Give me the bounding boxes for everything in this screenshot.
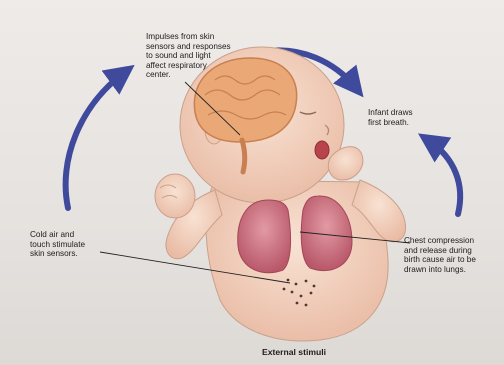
infant-mouth (315, 141, 329, 159)
left-lung (238, 200, 291, 273)
cold-air-label: Cold air and touch stimulate skin sensor… (30, 230, 85, 259)
chest-label: Chest compression and release during bir… (404, 236, 476, 274)
impulses-label: Impulses from skin sensors and responses… (146, 32, 231, 80)
infant-left-fist (155, 174, 195, 218)
external-stimuli-label: External stimuli (262, 348, 326, 358)
brainstem (242, 140, 245, 172)
cycle-arrow-left (66, 72, 125, 208)
breath-label: Infant draws first breath. (368, 108, 413, 127)
cycle-arrow-right (428, 140, 460, 214)
